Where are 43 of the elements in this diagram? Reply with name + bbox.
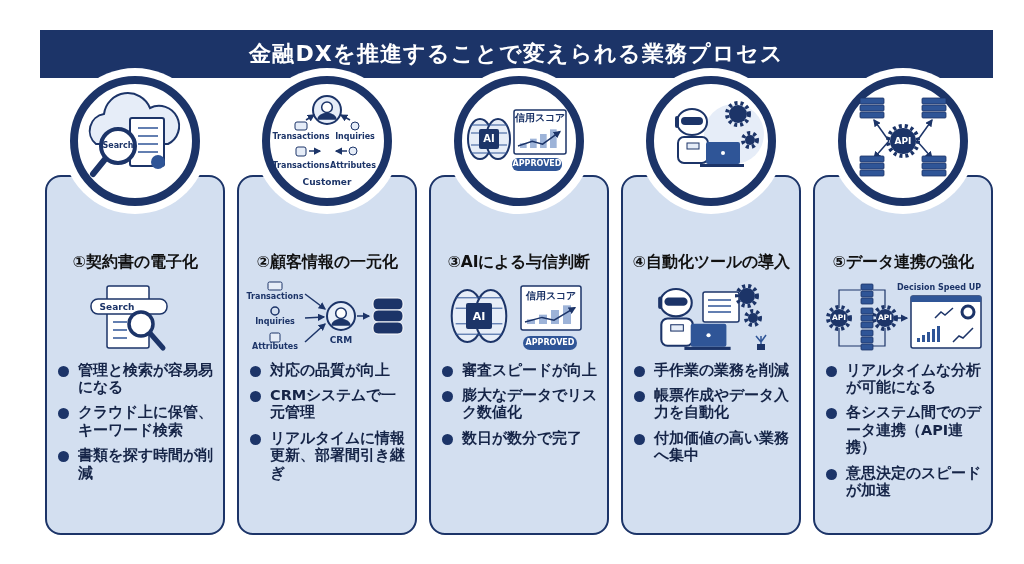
process-card <box>45 175 225 535</box>
bullet-item: リアルタイムに情報更新、部署間引き継ぎ <box>248 429 412 482</box>
illustration-label: Search <box>99 302 135 312</box>
card-heading: ④自動化ツールの導入 <box>631 253 791 272</box>
illustration-label: Search <box>102 142 134 150</box>
bullet-item: 帳票作成やデータ入力を自動化 <box>632 387 796 422</box>
process-card <box>621 175 801 535</box>
illustration-label: Customer <box>302 177 352 187</box>
illustration-label: Decision Speed UP <box>896 283 982 292</box>
illustration-label: Inquiries <box>335 133 375 141</box>
bullet-item: リアルタイムな分析が可能になる <box>824 361 988 397</box>
process-card <box>237 175 417 535</box>
card-heading: ①契約書の電子化 <box>71 253 199 272</box>
bullet-item: 対応の品質が向上 <box>248 361 412 379</box>
illustration-label: API <box>894 136 912 146</box>
title-banner: 金融DXを推進することで変えられる業務プロセス <box>40 30 993 78</box>
card-heading: ③AIによる与信判断 <box>446 253 592 272</box>
illustration-label: AI <box>472 310 486 322</box>
illustration-label: 信用スコア <box>515 113 565 123</box>
process-card <box>813 175 993 535</box>
illustration-label: 信用スコア <box>526 290 576 301</box>
illustration-label: APPROVED <box>512 160 562 168</box>
bullet-item: 各システム間でのデータ連携（API連携） <box>824 404 988 457</box>
illustration-label: Transactions <box>246 292 304 301</box>
illustration-label: AI <box>483 134 495 144</box>
card-heading: ②顧客情報の一元化 <box>255 253 399 272</box>
bullet-item: 意思決定のスピードが加速 <box>824 464 988 500</box>
bullet-item: 手作業の業務を削減 <box>632 361 796 379</box>
bullet-item: 膨大なデータでリスク数値化 <box>440 387 604 422</box>
bullet-item: 数日が数分で完了 <box>440 429 604 448</box>
bullet-item: 書類を探す時間が削減 <box>56 447 220 482</box>
process-card <box>429 175 609 535</box>
bullet-item: 審査スピードが向上 <box>440 361 604 379</box>
illustration-label: Inquiries <box>255 317 295 326</box>
bullet-item: クラウド上に保管、キーワード検索 <box>56 404 220 440</box>
illustration-label: Transactions <box>272 133 330 141</box>
bullet-item: 付加価値の高い業務へ集中 <box>632 429 796 465</box>
bullet-item: 管理と検索が容易易になる <box>56 361 220 397</box>
illustration-label: Attributes <box>252 342 298 351</box>
card-heading: ⑤データ連携の強化 <box>831 253 975 272</box>
bullet-item: CRMシステムで一元管理 <box>248 387 412 422</box>
illustration-label: APPROVED <box>525 338 575 347</box>
illustration-label: CRM <box>329 335 353 345</box>
